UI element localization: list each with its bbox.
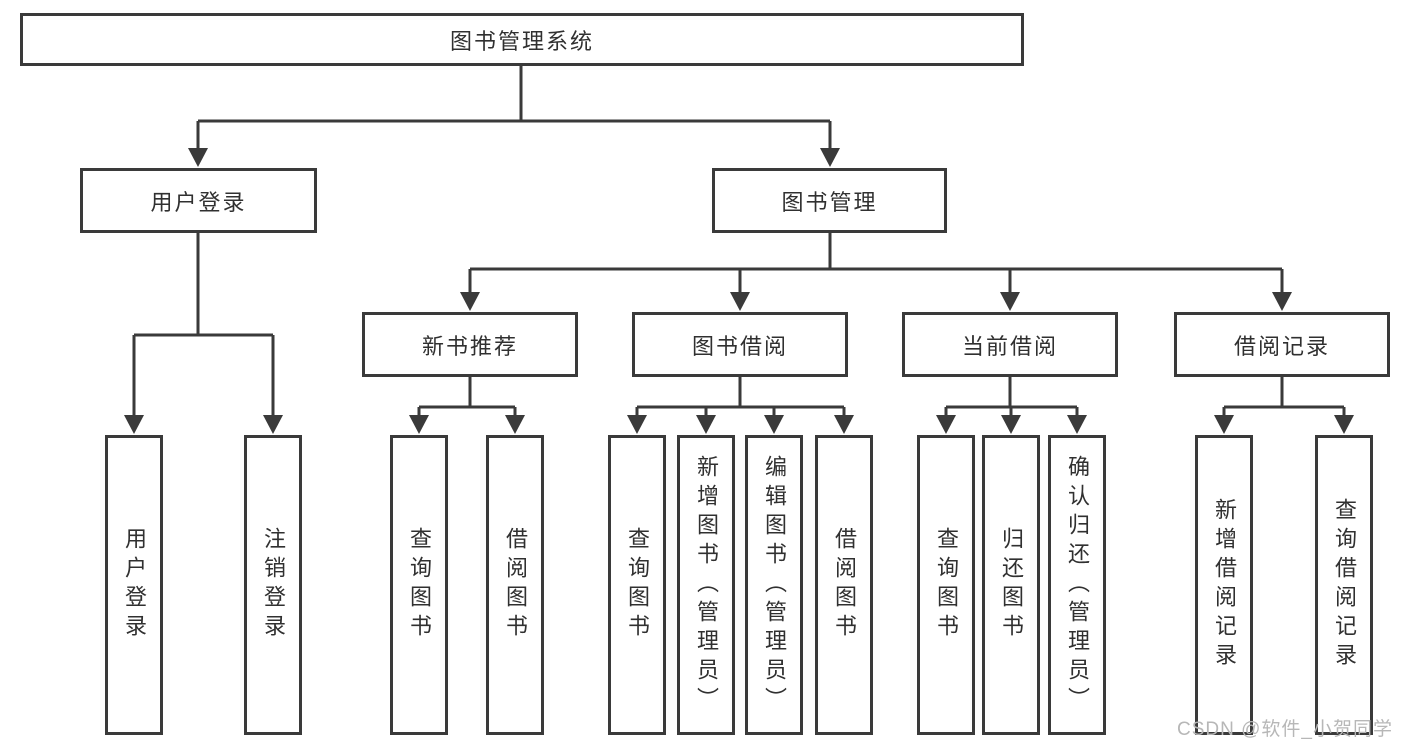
- node-label: 借阅记录: [1233, 333, 1330, 359]
- leaf-logout: 注销登录: [244, 435, 302, 735]
- arrowhead-icon: [936, 415, 956, 434]
- leaf-query-books-borrow: 查询图书: [608, 435, 666, 735]
- arrowhead-icon: [1334, 415, 1354, 434]
- node-label: 当前借阅: [961, 333, 1058, 359]
- node-current-borrowing: 当前借阅: [902, 312, 1118, 377]
- leaf-add-borrow-record: 新增借阅记录: [1195, 435, 1253, 735]
- leaf-label: 查询图书: [934, 527, 959, 643]
- node-label: 图书借阅: [691, 333, 788, 359]
- leaf-borrow-books-recommend: 借阅图书: [486, 435, 544, 735]
- arrowhead-icon: [764, 415, 784, 434]
- arrowhead-icon: [730, 292, 750, 311]
- leaf-confirm-return-admin: 确认归还（管理员）: [1048, 435, 1106, 735]
- node-new-book-recommendation: 新书推荐: [362, 312, 578, 377]
- node-label: 用户登录: [150, 189, 247, 215]
- arrowhead-icon: [1067, 415, 1087, 434]
- leaf-label: 新增图书（管理员）: [694, 454, 719, 716]
- leaf-label: 确认归还（管理员）: [1065, 454, 1090, 716]
- watermark: CSDN @软件_小贺同学: [1177, 719, 1393, 740]
- arrowhead-icon: [263, 415, 283, 434]
- arrowhead-icon: [696, 415, 716, 434]
- leaf-borrow-books-borrow: 借阅图书: [815, 435, 873, 735]
- leaf-label: 归还图书: [999, 527, 1024, 643]
- leaf-label: 借阅图书: [503, 527, 528, 643]
- arrowhead-icon: [1214, 415, 1234, 434]
- leaf-edit-book-admin: 编辑图书（管理员）: [745, 435, 803, 735]
- arrowhead-icon: [627, 415, 647, 434]
- leaf-label: 用户登录: [122, 527, 147, 643]
- node-label: 新书推荐: [421, 333, 518, 359]
- leaf-add-book-admin: 新增图书（管理员）: [677, 435, 735, 735]
- node-book-management: 图书管理: [712, 168, 947, 233]
- leaf-query-borrow-record: 查询借阅记录: [1315, 435, 1373, 735]
- arrowhead-icon: [124, 415, 144, 434]
- node-book-borrowing: 图书借阅: [632, 312, 848, 377]
- node-label: 图书管理系统: [449, 28, 594, 54]
- leaf-label: 编辑图书（管理员）: [762, 454, 787, 716]
- arrowhead-icon: [505, 415, 525, 434]
- node-label: 图书管理: [781, 189, 878, 215]
- leaf-label: 查询借阅记录: [1332, 498, 1357, 672]
- leaf-label: 借阅图书: [832, 527, 857, 643]
- node-user-login: 用户登录: [80, 168, 317, 233]
- leaf-query-books-recommend: 查询图书: [390, 435, 448, 735]
- node-root: 图书管理系统: [20, 13, 1024, 66]
- connector-paths: [132, 66, 1346, 418]
- arrowhead-icon: [409, 415, 429, 434]
- arrowhead-icon: [1001, 415, 1021, 434]
- arrowhead-icon: [188, 148, 208, 167]
- leaf-return-book: 归还图书: [982, 435, 1040, 735]
- leaf-label: 查询图书: [407, 527, 432, 643]
- arrowhead-icon: [1272, 292, 1292, 311]
- leaf-user-login: 用户登录: [105, 435, 163, 735]
- arrowhead-icon: [1000, 292, 1020, 311]
- node-borrowing-records: 借阅记录: [1174, 312, 1390, 377]
- leaf-query-books-current: 查询图书: [917, 435, 975, 735]
- arrowhead-icon: [460, 292, 480, 311]
- leaf-label: 查询图书: [625, 527, 650, 643]
- arrowhead-icon: [820, 148, 840, 167]
- leaf-label: 注销登录: [261, 527, 286, 643]
- arrowhead-icon: [834, 415, 854, 434]
- leaf-label: 新增借阅记录: [1212, 498, 1237, 672]
